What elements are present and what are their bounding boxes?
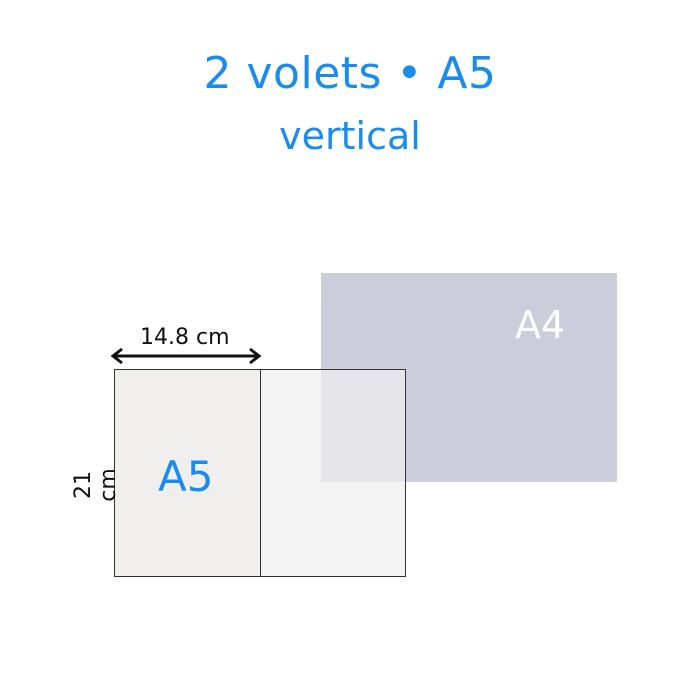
a5-folded-sheet — [114, 369, 406, 577]
a5-left-panel — [115, 370, 261, 576]
a4-label: A4 — [515, 303, 566, 347]
title-format: 2 volets • A5 — [203, 48, 497, 99]
height-dimension-label: 21 cm — [71, 468, 121, 502]
title-orientation: vertical — [279, 114, 421, 158]
width-arrow-icon — [110, 347, 262, 365]
a5-label: A5 — [158, 452, 214, 501]
width-dimension-label: 14.8 cm — [140, 325, 230, 350]
